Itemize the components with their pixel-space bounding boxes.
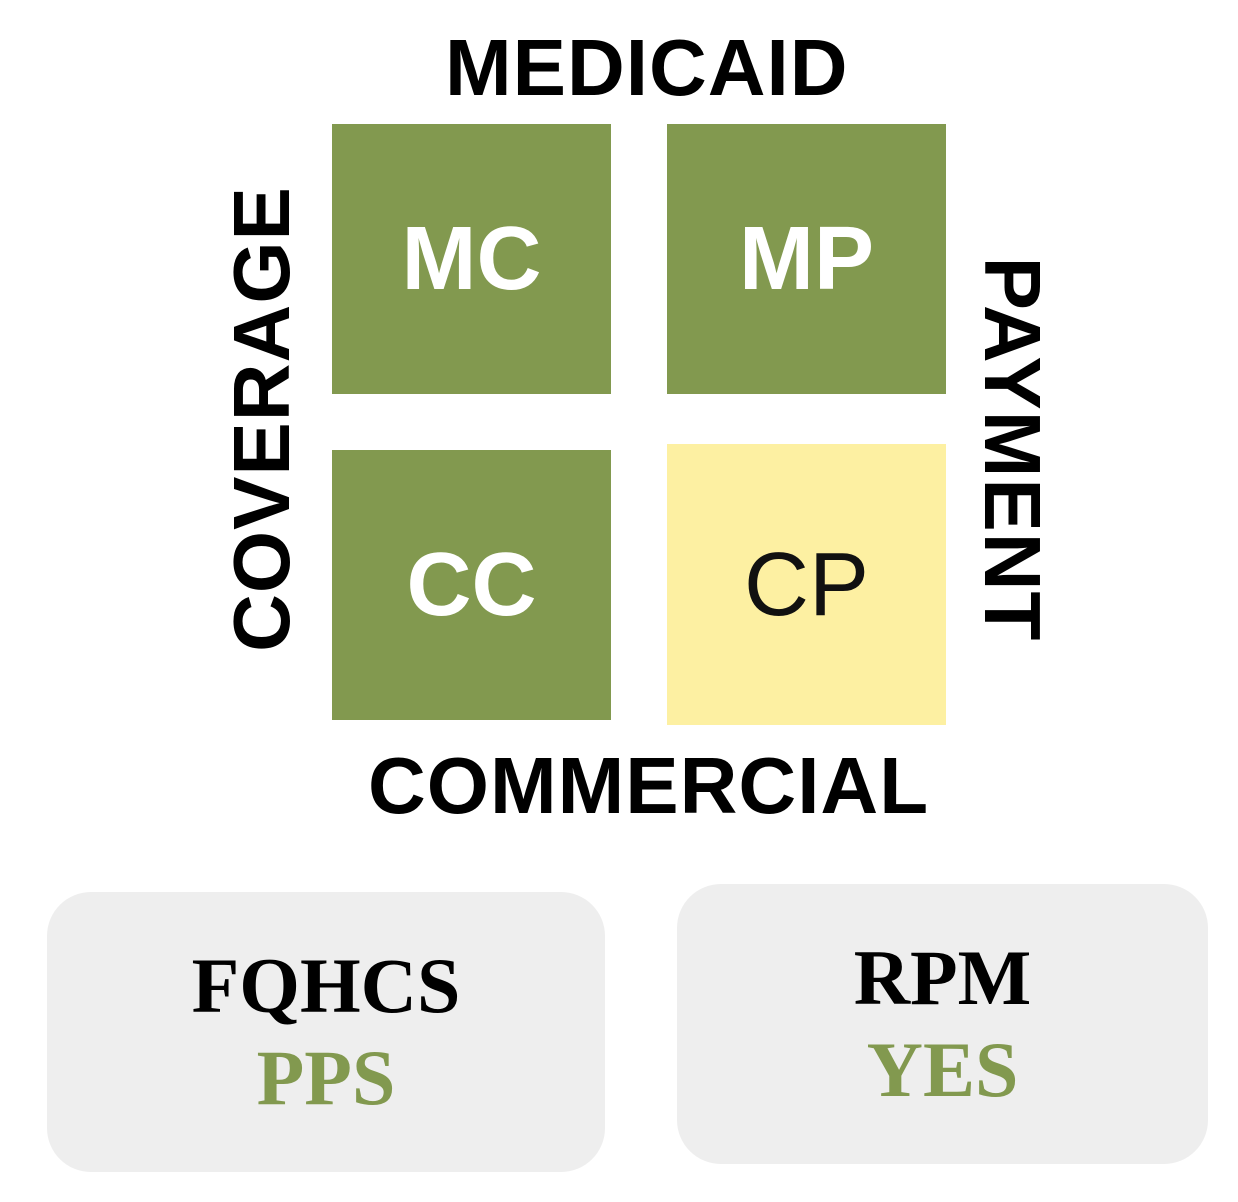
axis-label-commercial: COMMERCIAL — [368, 741, 930, 830]
card-fqhcs: FQHCS PPS — [47, 892, 605, 1172]
cell-cp: CP — [667, 444, 946, 725]
cell-mp: MP — [667, 124, 946, 394]
card-value-yes: YES — [866, 1026, 1019, 1113]
cell-mc: MC — [332, 124, 611, 394]
axis-label-medicaid: MEDICAID — [445, 23, 849, 112]
axis-label-coverage: COVERAGE — [217, 186, 306, 652]
card-title-fqhcs: FQHCS — [191, 942, 461, 1029]
cell-cc: CC — [332, 450, 611, 720]
card-value-pps: PPS — [256, 1034, 396, 1121]
card-title-rpm: RPM — [853, 934, 1032, 1021]
axis-label-payment: PAYMENT — [968, 256, 1057, 642]
card-rpm: RPM YES — [677, 884, 1208, 1164]
